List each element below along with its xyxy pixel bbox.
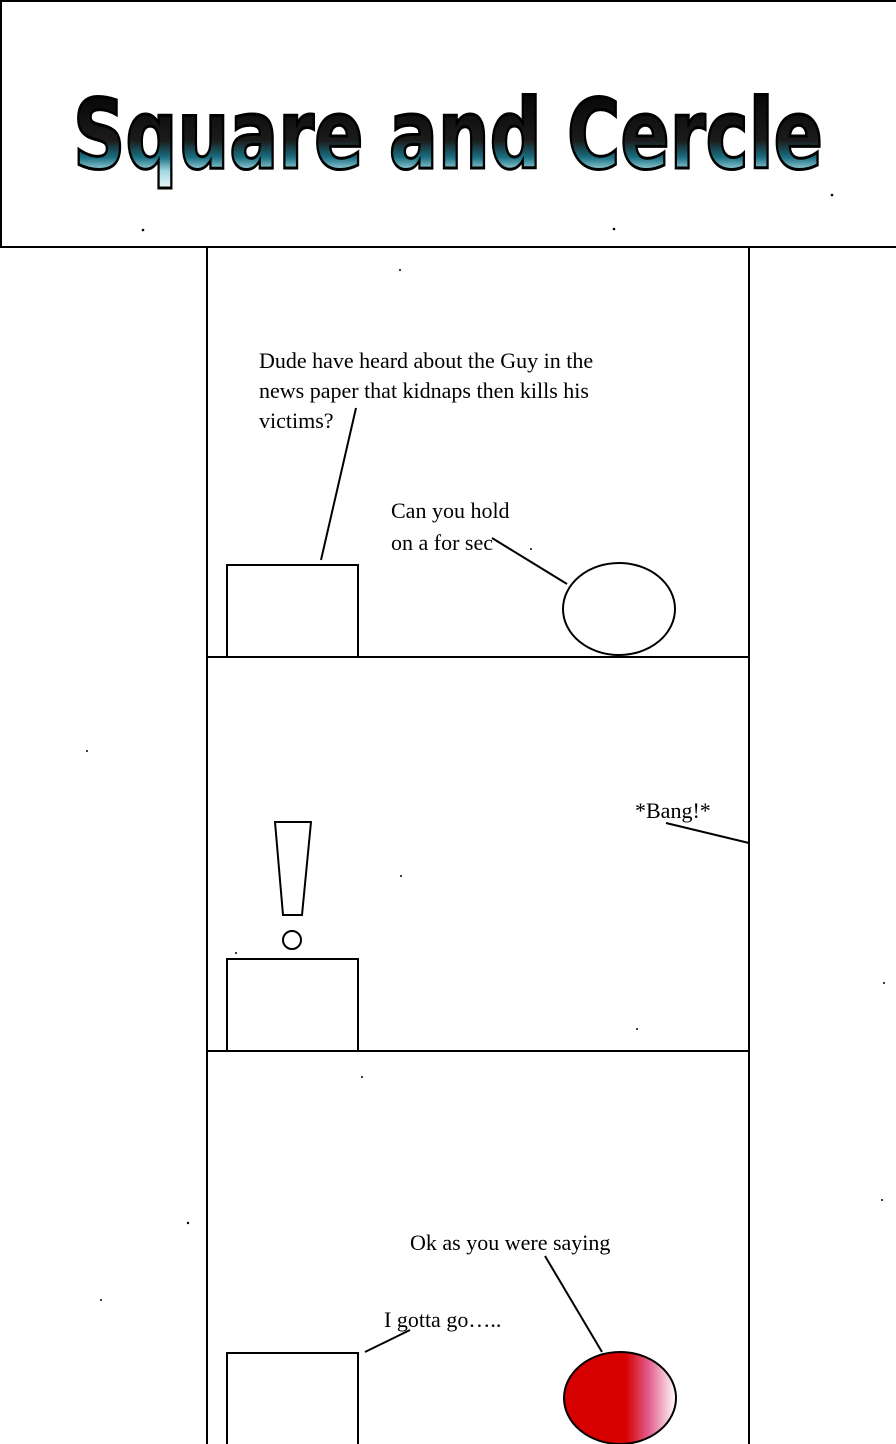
circle-character (562, 562, 676, 656)
speech-pointer (544, 1255, 603, 1353)
square-character (226, 564, 359, 658)
speech-pointer (364, 1329, 411, 1353)
speech-line: news paper that kidnaps then kills his (259, 378, 589, 403)
panel-3: Ok as you were saying I gotta go….. (226, 1230, 677, 1444)
exclamation-icon (273, 821, 313, 950)
speech-pointer (320, 407, 357, 561)
bloodied-circle-character (563, 1351, 677, 1444)
panel-1: Dude have heard about the Guy in the new… (226, 348, 676, 658)
title: Square and Cercle (73, 79, 823, 191)
sound-pointer (665, 822, 750, 844)
square-speech-1: Dude have heard about the Guy in the new… (259, 348, 599, 433)
speech-line: victims? (259, 408, 334, 433)
panel-2: *Bang!* (226, 798, 750, 1052)
square-speech-2: I gotta go….. (384, 1307, 501, 1332)
title-box (0, 0, 896, 248)
speech-line: Dude have heard about the Guy in the (259, 348, 593, 373)
scan-specks (86, 193, 885, 1301)
speech-line: on a for sec (391, 530, 493, 555)
square-character (226, 1352, 359, 1444)
speech-pointer (491, 537, 568, 585)
bang-sound-effect: *Bang!* (635, 798, 711, 823)
circle-speech-1: Can you hold on a for sec (391, 498, 515, 555)
speech-line: Can you hold (391, 498, 510, 523)
square-character (226, 958, 359, 1052)
circle-speech-2: Ok as you were saying (410, 1230, 610, 1255)
